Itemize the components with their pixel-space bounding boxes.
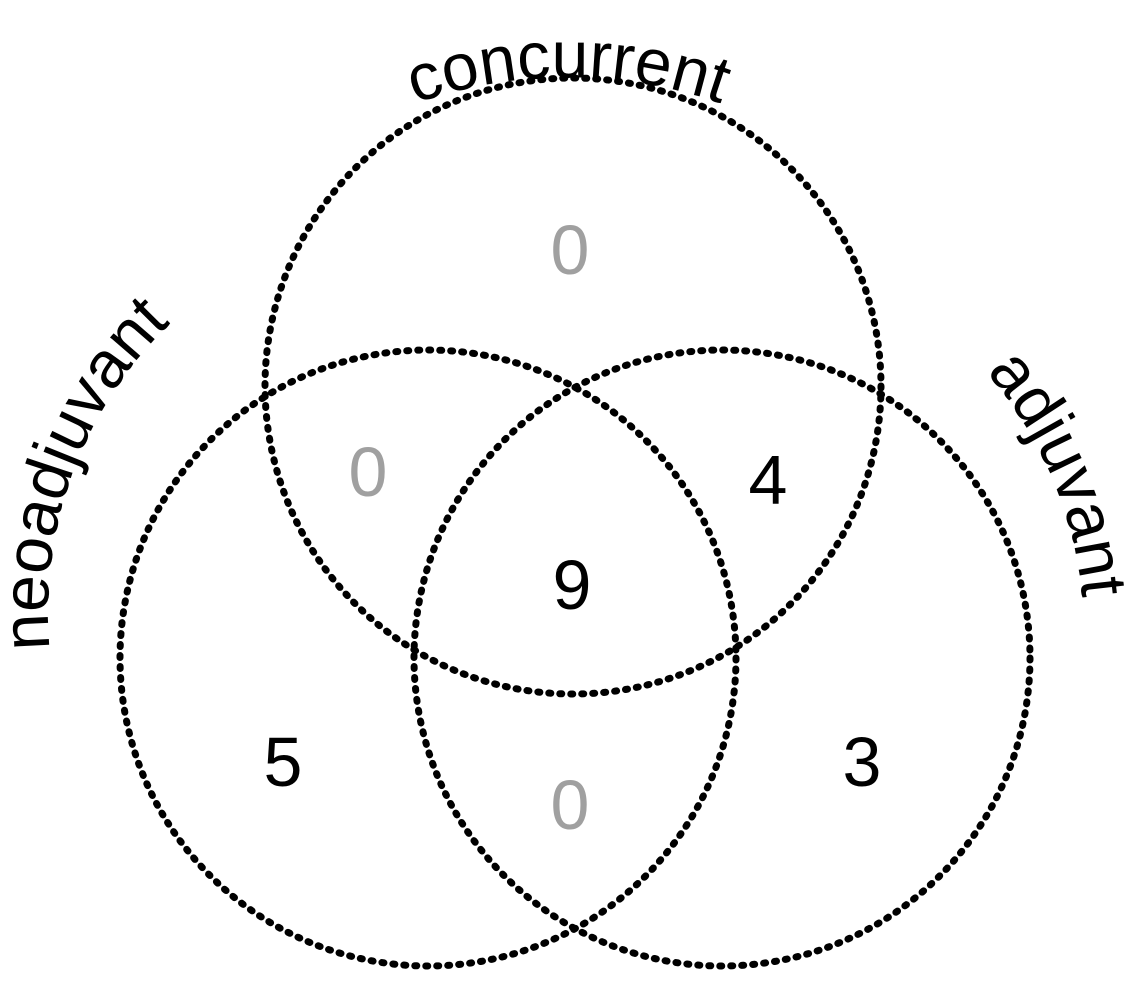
count-adjuvant-only: 3 bbox=[843, 723, 882, 801]
adjuvant-label: adjuvant bbox=[975, 335, 1128, 600]
concurrent-circle bbox=[261, 74, 885, 698]
concurrent-label-text: concurrent bbox=[397, 17, 740, 116]
count-neoadjuvant-adjuvant: 0 bbox=[551, 766, 590, 844]
concurrent-label: concurrent bbox=[397, 17, 740, 116]
count-all-three: 9 bbox=[553, 546, 592, 624]
count-neoadjuvant-only: 5 bbox=[264, 723, 303, 801]
adjuvant-circle bbox=[410, 346, 1034, 970]
adjuvant-label-text: adjuvant bbox=[975, 335, 1128, 600]
neoadjuvant-label: neoadjuvant bbox=[0, 281, 181, 653]
count-concurrent-adjuvant: 4 bbox=[749, 441, 788, 519]
neoadjuvant-circle bbox=[116, 346, 740, 970]
count-neoadjuvant-concurrent: 0 bbox=[349, 433, 388, 511]
count-concurrent-only: 0 bbox=[551, 211, 590, 289]
neoadjuvant-label-text: neoadjuvant bbox=[0, 281, 181, 653]
